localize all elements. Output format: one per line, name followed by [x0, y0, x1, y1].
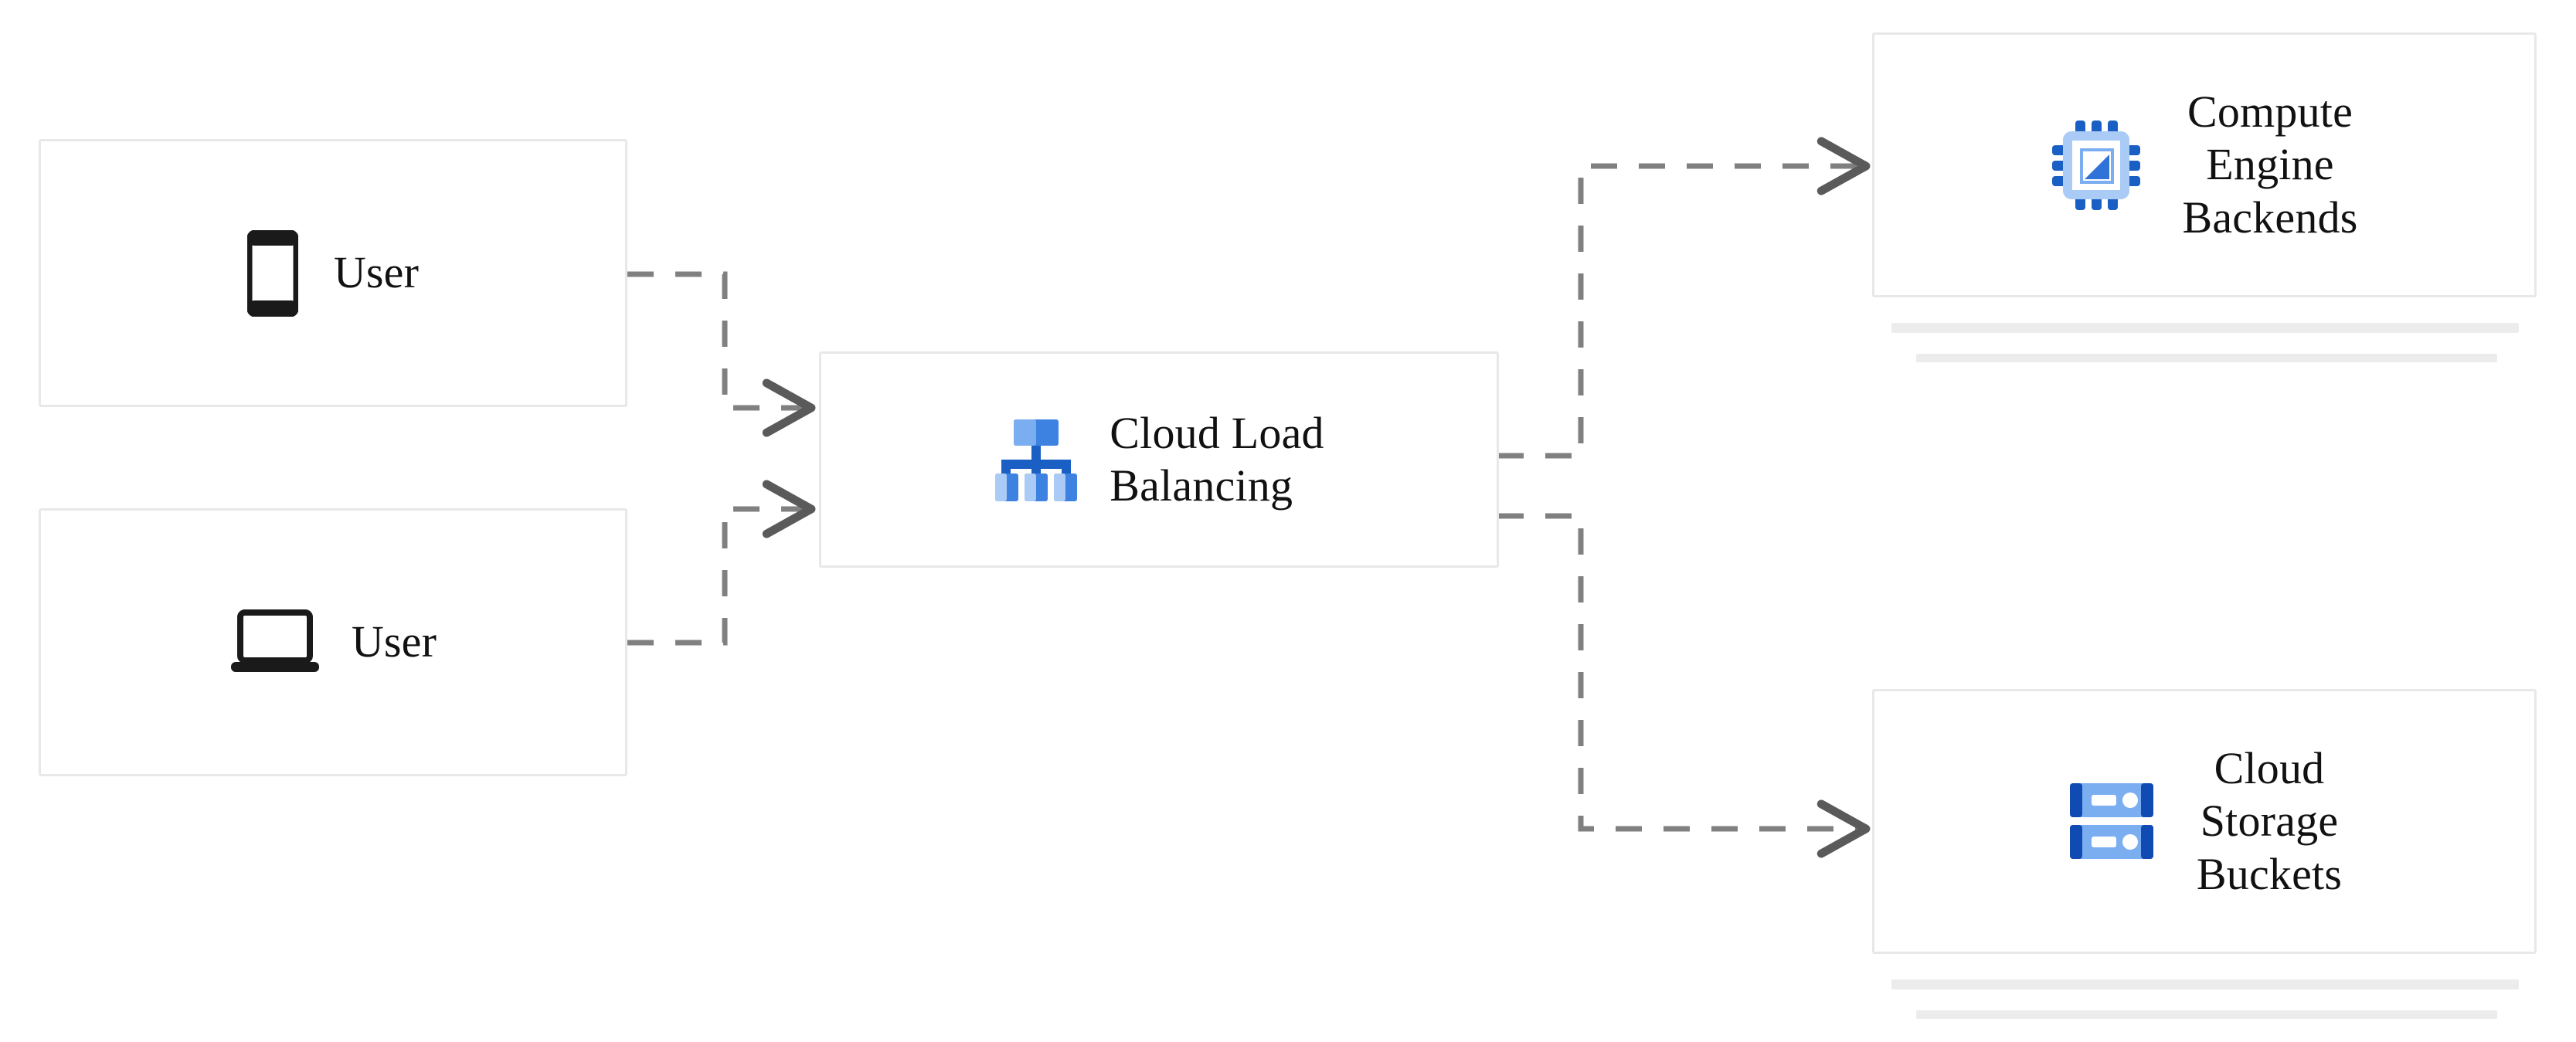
edge-lb-to-storage — [1497, 513, 1871, 858]
node-label-cloud-load-balancing: Cloud Load Balancing — [1110, 407, 1324, 511]
node-label-user-mobile: User — [333, 247, 420, 298]
cloud-load-balancing-icon — [994, 416, 1079, 503]
node-user-laptop[interactable]: User — [39, 508, 627, 776]
node-label-compute-engine-backends: Compute Engine Backends — [2182, 86, 2358, 243]
node-cloud-storage-buckets[interactable]: Cloud Storage Buckets — [1872, 689, 2537, 954]
node-user-mobile[interactable]: User — [39, 139, 627, 407]
edge-laptop-to-lb — [627, 480, 816, 646]
edge-mobile-to-lb — [627, 271, 816, 437]
stack-shadow-storage-2 — [1916, 1010, 2497, 1019]
node-cloud-load-balancing[interactable]: Cloud Load Balancing — [819, 351, 1499, 568]
node-compute-engine-backends[interactable]: Compute Engine Backends — [1872, 32, 2537, 297]
edge-lb-to-compute — [1497, 137, 1871, 459]
stack-shadow-storage-1 — [1891, 979, 2519, 989]
stack-shadow-compute-1 — [1891, 323, 2519, 333]
node-label-user-laptop: User — [351, 616, 437, 667]
cpu-chip-icon — [2051, 119, 2142, 212]
storage-server-icon — [2067, 779, 2156, 865]
stack-shadow-compute-2 — [1916, 354, 2497, 362]
node-label-cloud-storage-buckets: Cloud Storage Buckets — [2196, 742, 2343, 899]
laptop-icon — [229, 608, 321, 677]
mobile-phone-icon — [246, 229, 299, 317]
